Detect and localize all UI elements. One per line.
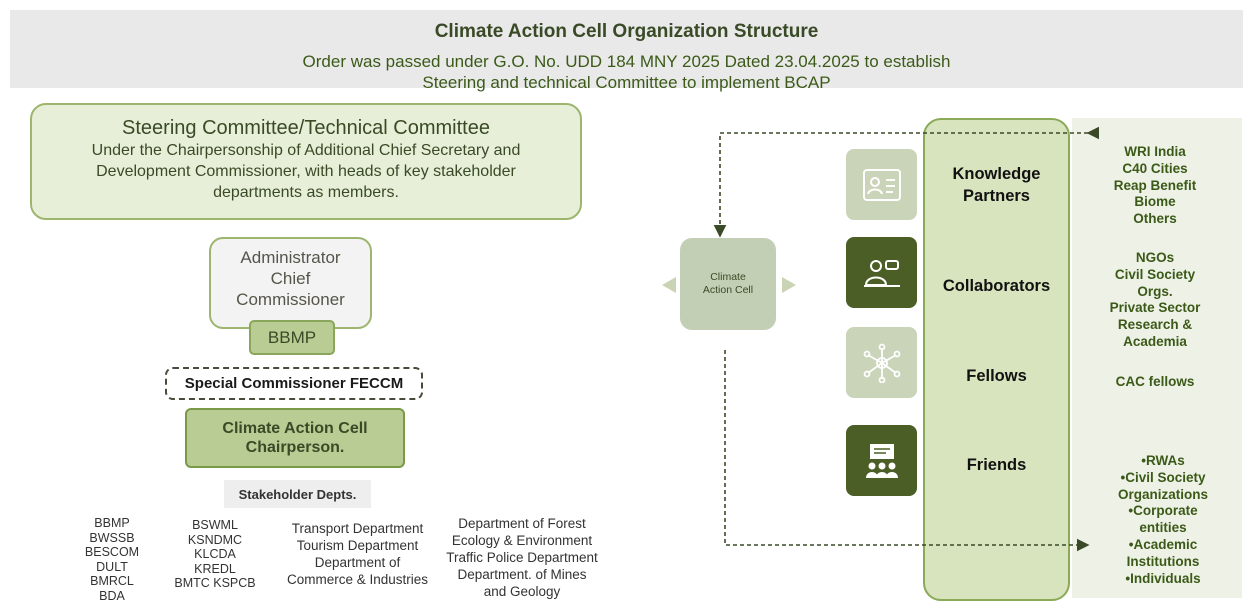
list-item: •Academic — [1128, 536, 1198, 552]
stakeholder-column-3: Transport Department Tourism Department … — [280, 520, 435, 588]
list-item: entities — [1139, 520, 1187, 536]
category-label-line: Collaborators — [942, 277, 1051, 295]
category-label-line: Partners — [963, 187, 1030, 205]
network-icon — [863, 343, 900, 383]
stakeholder-item: BMRCL — [90, 574, 134, 588]
stakeholder-item: Tourism Department — [296, 538, 419, 553]
category-label-line: Knowledge — [952, 165, 1041, 183]
stakeholder-item: BDA — [99, 588, 125, 603]
friends-icon-box — [846, 425, 917, 496]
category-label-fellows: Fellows — [925, 365, 1068, 387]
stakeholder-item: BMTC KSPCB — [174, 576, 256, 590]
list-item: •Individuals — [1125, 570, 1201, 586]
stakeholder-depts-label: Stakeholder Depts. — [224, 480, 371, 508]
stakeholder-item: KLCDA — [194, 547, 236, 561]
category-label-friends: Friends — [925, 454, 1068, 476]
stakeholder-item: KSNDMC — [187, 532, 243, 547]
list-item: Private Sector — [1109, 300, 1201, 316]
stakeholder-item: Ecology & Environment — [451, 533, 593, 548]
knowledge-partners-list: WRI India C40 Cities Reap Benefit Biome … — [1090, 144, 1220, 228]
collaborators-icon-box — [846, 237, 917, 308]
list-item: Institutions — [1126, 553, 1200, 569]
stakeholder-item: and Geology — [483, 584, 561, 599]
steering-committee-title: Steering Committee/Technical Committee — [122, 117, 490, 139]
list-item: •RWAs — [1141, 453, 1185, 468]
category-label-line: Friends — [966, 456, 1027, 474]
stakeholder-item: KREDL — [194, 561, 236, 576]
stakeholder-item: Department of Forest — [458, 516, 586, 531]
header-subtitle-line-1: Order was passed under G.O. No. UDD 184 … — [302, 52, 951, 71]
partners-list-background — [1072, 118, 1242, 598]
cac-chairperson-line: Climate Action Cell — [222, 420, 368, 437]
stakeholder-item: BBMP — [94, 516, 130, 530]
administrator-line: Commissioner — [236, 290, 345, 309]
special-commissioner-box: Special Commissioner FECCM — [165, 367, 423, 400]
cac-chairperson-box: Climate Action Cell Chairperson. — [185, 408, 405, 468]
collaborator-icon — [863, 259, 900, 287]
stakeholder-item: DULT — [96, 559, 128, 574]
friends-list: •RWAs •Civil Society Organizations •Corp… — [1098, 453, 1228, 587]
administrator-line: Administrator — [240, 248, 341, 267]
stakeholder-item: Department of — [314, 555, 401, 570]
stakeholder-item: BSWML — [192, 518, 238, 532]
climate-action-cell-box: Climate Action Cell — [680, 238, 776, 330]
list-item: NGOs — [1135, 250, 1175, 265]
page-title: Climate Action Cell Organization Structu… — [434, 21, 819, 42]
list-item: Reap Benefit — [1113, 177, 1197, 193]
stakeholder-item: BWSSB — [89, 530, 135, 545]
category-label-knowledge-partners: Knowledge Partners — [925, 163, 1068, 207]
list-item: Orgs. — [1137, 283, 1173, 299]
climate-action-cell-line: Action Cell — [702, 284, 754, 296]
list-item: Organizations — [1117, 486, 1208, 502]
list-item: CAC fellows — [1115, 374, 1195, 389]
list-item: •Corporate — [1128, 503, 1198, 519]
steering-committee-line: Under the Chairpersonship of Additional … — [91, 142, 521, 159]
list-item: Others — [1133, 211, 1177, 227]
stakeholder-item: Department. of Mines — [457, 567, 587, 582]
steering-committee-line: Development Commissioner, with heads of … — [96, 163, 516, 180]
list-item: WRI India — [1124, 144, 1186, 159]
list-item: Academia — [1123, 333, 1187, 349]
knowledge-partners-icon-box — [846, 149, 917, 220]
collaborators-list: NGOs Civil Society Orgs. Private Sector … — [1090, 250, 1220, 351]
fellows-icon-box — [846, 327, 917, 398]
presentation-group-icon — [865, 443, 898, 478]
bbmp-label-box: BBMP — [249, 320, 335, 355]
fellows-list: CAC fellows — [1090, 374, 1220, 391]
steering-committee-box: Steering Committee/Technical Committee U… — [30, 103, 582, 220]
id-card-icon — [862, 168, 901, 201]
list-item: Biome — [1134, 194, 1176, 210]
steering-committee-line: departments as members. — [213, 184, 399, 201]
category-label-collaborators: Collaborators — [925, 275, 1068, 297]
cac-chairperson-line: Chairperson. — [245, 439, 345, 456]
right-chevron-icon — [782, 277, 796, 293]
stakeholder-item: Transport Department — [291, 521, 424, 536]
list-item: •Civil Society — [1120, 469, 1206, 485]
stakeholder-item: Traffic Police Department — [446, 550, 598, 565]
stakeholder-item: Commerce & Industries — [286, 572, 429, 587]
stakeholder-column-2: BSWML KSNDMC KLCDA KREDL BMTC KSPCB — [170, 518, 260, 591]
stakeholder-column-1: BBMP BWSSB BESCOM DULT BMRCL BDA — [78, 516, 146, 603]
stakeholder-item: BESCOM — [84, 545, 140, 559]
list-item: Research & — [1117, 317, 1193, 333]
list-item: Civil Society — [1114, 266, 1196, 282]
list-item: C40 Cities — [1122, 160, 1188, 176]
stakeholder-column-4: Department of Forest Ecology & Environme… — [442, 515, 602, 600]
administrator-line: Chief — [270, 269, 311, 288]
category-label-line: Fellows — [966, 367, 1027, 385]
header-subtitle-line-2: Steering and technical Committee to impl… — [422, 73, 831, 92]
climate-action-cell-line: Climate — [710, 271, 746, 283]
header-banner: Climate Action Cell Organization Structu… — [10, 10, 1243, 92]
left-chevron-icon — [662, 277, 676, 293]
administrator-box: Administrator Chief Commissioner — [209, 237, 372, 329]
